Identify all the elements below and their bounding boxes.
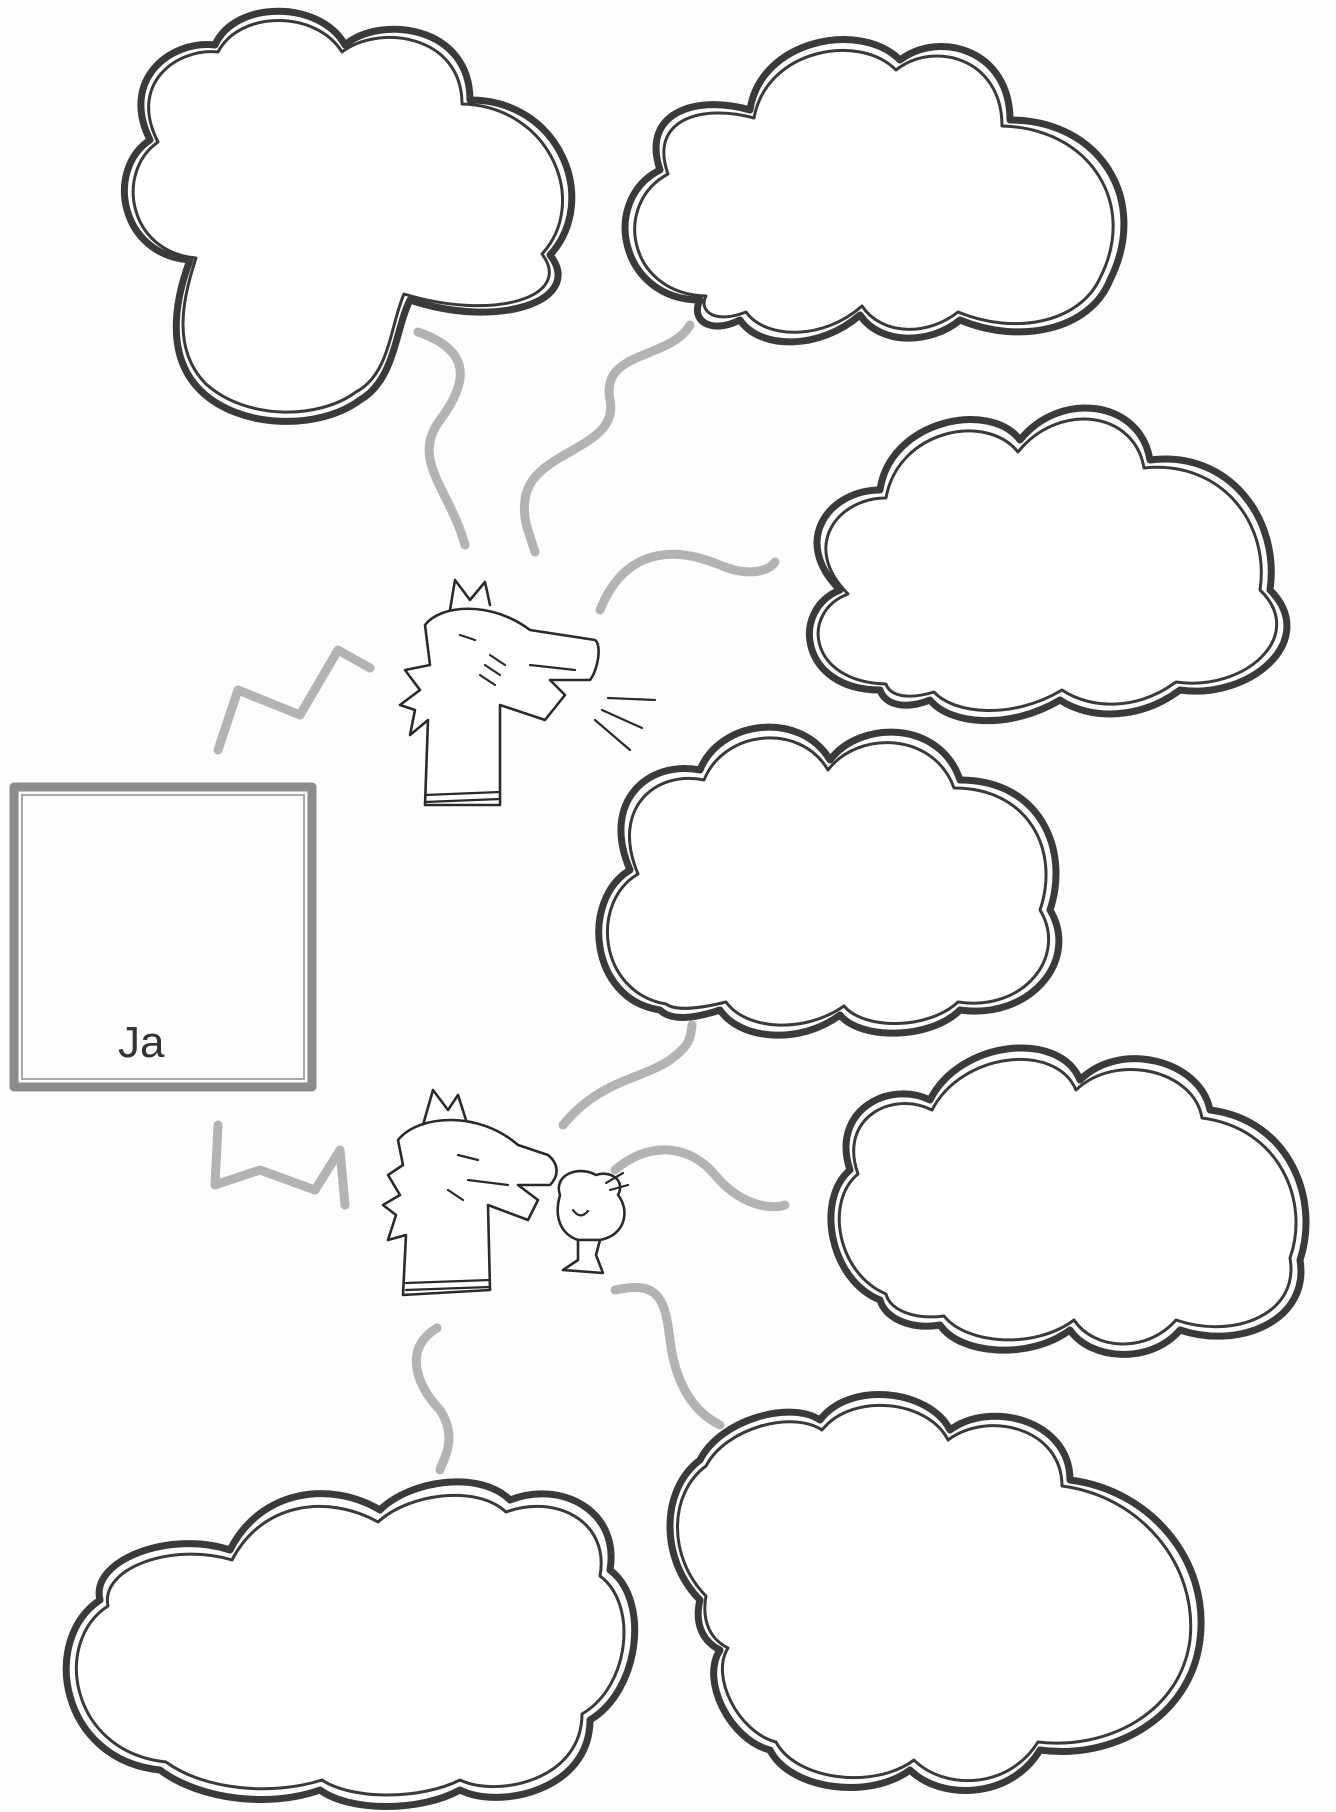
cloud-bottom-right (670, 1395, 1201, 1791)
cloud-right-upper (809, 408, 1286, 721)
connector-to-cloud-right-upper (600, 554, 775, 610)
connector-to-left-zigzag-lower (215, 1125, 345, 1205)
cloud-top-right (625, 40, 1124, 342)
connector-to-cloud-bottom-left (416, 1328, 449, 1470)
connector-to-left-zigzag-upper (218, 650, 370, 750)
cloud-bottom-left (66, 1482, 634, 1807)
connector-to-cloud-top-left (418, 332, 465, 545)
dragon-puppet-speaking-icon (400, 580, 655, 805)
cloud-top-left (124, 11, 571, 421)
cloud-right-lower (831, 1048, 1306, 1354)
me-label: Ja (118, 1018, 164, 1068)
connector-to-cloud-top-right (524, 325, 690, 552)
connector-to-cloud-bottom-right (615, 1287, 720, 1425)
dragon-puppet-with-child-icon (383, 1090, 628, 1295)
cloud-middle (599, 727, 1059, 1035)
connector-to-cloud-middle (563, 1025, 692, 1125)
connector-to-cloud-right-lower (615, 1150, 785, 1207)
